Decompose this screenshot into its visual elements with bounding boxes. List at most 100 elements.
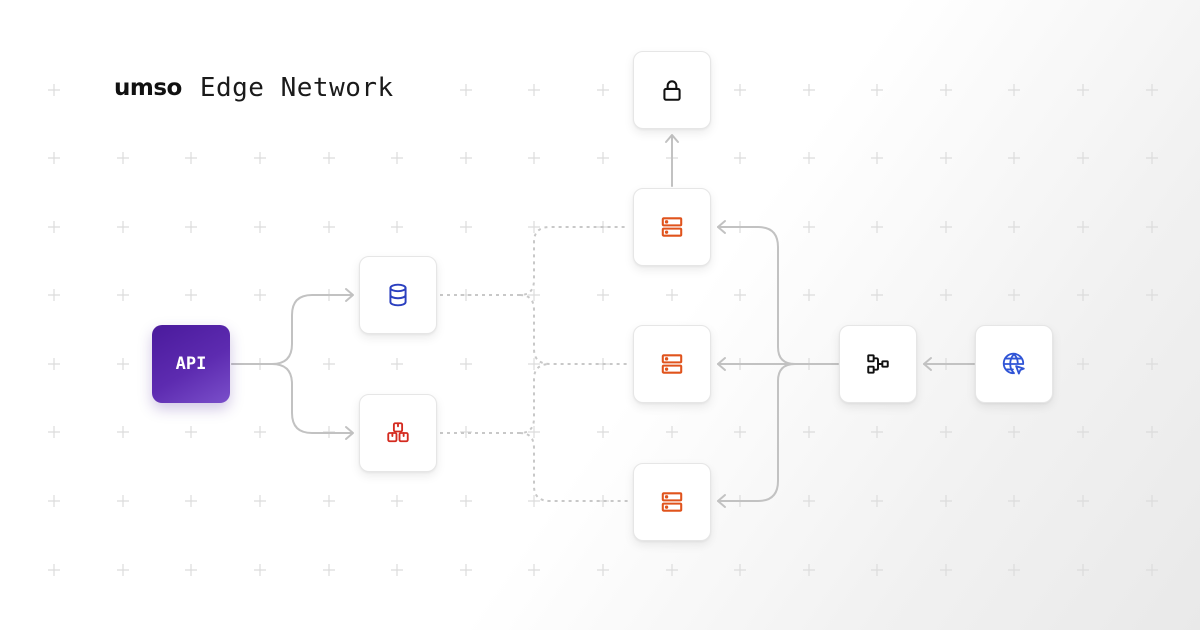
grid-plus-mark (803, 152, 815, 164)
grid-plus-mark (528, 84, 540, 96)
grid-plus-mark (254, 152, 266, 164)
lock-node[interactable] (633, 51, 711, 129)
grid-plus-mark (48, 84, 60, 96)
globe-cursor-icon (1002, 352, 1025, 375)
grid-plus-mark (48, 289, 60, 301)
grid-plus-mark (1077, 84, 1089, 96)
api-node[interactable]: API (152, 325, 230, 403)
load-balancer-node[interactable] (839, 325, 917, 403)
grid-plus-mark (528, 152, 540, 164)
grid-plus-mark (1008, 426, 1020, 438)
grid-plus-mark (1146, 564, 1158, 576)
grid-plus-mark (460, 358, 472, 370)
page-title: umso Edge Network (114, 68, 394, 108)
packages-icon (387, 422, 409, 443)
grid-plus-mark (391, 564, 403, 576)
grid-plus-mark (254, 289, 266, 301)
grid-plus-mark (803, 495, 815, 507)
grid-plus-mark (117, 358, 129, 370)
grid-plus-mark (528, 564, 540, 576)
grid-plus-mark (1146, 289, 1158, 301)
grid-plus-mark (940, 289, 952, 301)
dotted-server-connector (440, 226, 628, 502)
grid-plus-mark (48, 358, 60, 370)
grid-plus-mark (185, 564, 197, 576)
grid-plus-mark (803, 564, 815, 576)
grid-plus-mark (734, 564, 746, 576)
grid-plus-mark (1008, 564, 1020, 576)
grid-plus-mark (1077, 564, 1089, 576)
grid-plus-mark (1008, 495, 1020, 507)
client-web-node[interactable] (975, 325, 1053, 403)
grid-plus-mark (323, 358, 335, 370)
grid-plus-mark (666, 289, 678, 301)
grid-plus-mark (871, 564, 883, 576)
grid-plus-mark (117, 564, 129, 576)
grid-plus-mark (940, 221, 952, 233)
grid-plus-mark (1008, 84, 1020, 96)
grid-plus-mark (117, 221, 129, 233)
api-label: API (175, 354, 207, 374)
database-icon (389, 283, 407, 307)
grid-plus-mark (871, 84, 883, 96)
grid-plus-mark (734, 84, 746, 96)
grid-plus-mark (1077, 495, 1089, 507)
grid-plus-mark (185, 289, 197, 301)
grid-plus-mark (117, 495, 129, 507)
server-icon (661, 354, 683, 374)
grid-plus-mark (460, 495, 472, 507)
grid-plus-mark (871, 495, 883, 507)
grid-plus-mark (48, 426, 60, 438)
server-node-middle[interactable] (633, 325, 711, 403)
grid-plus-mark (254, 495, 266, 507)
grid-plus-mark (871, 221, 883, 233)
lock-icon (663, 80, 681, 101)
grid-plus-mark (666, 426, 678, 438)
grid-plus-mark (1008, 221, 1020, 233)
grid-plus-mark (460, 152, 472, 164)
grid-plus-mark (460, 221, 472, 233)
packages-node[interactable] (359, 394, 437, 472)
grid-plus-mark (734, 289, 746, 301)
grid-plus-mark (48, 495, 60, 507)
grid-plus-mark (185, 426, 197, 438)
grid-plus-mark (940, 495, 952, 507)
grid-plus-mark (1008, 152, 1020, 164)
brand-logo: umso (114, 75, 182, 101)
grid-plus-mark (1077, 289, 1089, 301)
grid-plus-mark (185, 152, 197, 164)
grid-plus-mark (803, 221, 815, 233)
grid-plus-mark (1146, 84, 1158, 96)
grid-plus-mark (940, 426, 952, 438)
grid-plus-mark (940, 564, 952, 576)
balancer-to-servers-connector (717, 220, 839, 508)
server-node-bottom[interactable] (633, 463, 711, 541)
api-branch-connector (231, 288, 354, 440)
grid-plus-mark (254, 426, 266, 438)
grid-plus-mark (803, 84, 815, 96)
grid-plus-mark (597, 564, 609, 576)
grid-plus-mark (117, 426, 129, 438)
grid-plus-mark (391, 495, 403, 507)
grid-plus-mark (528, 358, 540, 370)
grid-plus-mark (254, 564, 266, 576)
grid-plus-mark (871, 289, 883, 301)
grid-plus-mark (1077, 426, 1089, 438)
grid-plus-mark (460, 564, 472, 576)
grid-plus-mark (323, 564, 335, 576)
grid-plus-mark (597, 289, 609, 301)
grid-plus-mark (803, 289, 815, 301)
grid-plus-mark (460, 84, 472, 96)
grid-plus-mark (323, 152, 335, 164)
grid-plus-mark (1146, 426, 1158, 438)
grid-plus-mark (1077, 358, 1089, 370)
grid-plus-mark (528, 221, 540, 233)
server-node-top[interactable] (633, 188, 711, 266)
database-node[interactable] (359, 256, 437, 334)
grid-plus-mark (254, 221, 266, 233)
grid-plus-mark (48, 221, 60, 233)
grid-plus-mark (1077, 152, 1089, 164)
client-to-balancer-arrow (923, 357, 975, 371)
